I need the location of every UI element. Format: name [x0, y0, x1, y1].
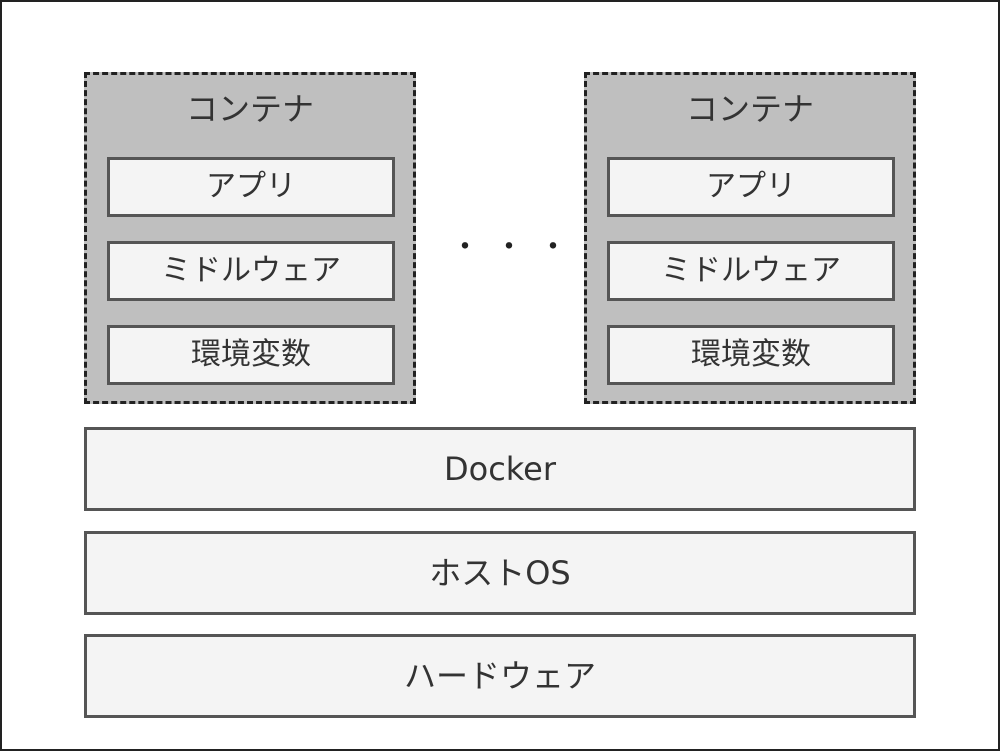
host-os-layer: ホストOS	[84, 531, 916, 615]
middleware-box: ミドルウェア	[607, 241, 895, 301]
container-title: コンテナ	[685, 90, 814, 128]
hardware-layer: ハードウェア	[84, 634, 916, 718]
app-box: アプリ	[607, 157, 895, 217]
env-vars-box: 環境変数	[107, 325, 395, 385]
container-box-left: コンテナ アプリ ミドルウェア 環境変数	[84, 72, 416, 404]
container-box-right: コンテナ アプリ ミドルウェア 環境変数	[584, 72, 916, 404]
app-box: アプリ	[107, 157, 395, 217]
middleware-box: ミドルウェア	[107, 241, 395, 301]
ellipsis: ・・・	[450, 230, 582, 265]
docker-layer: Docker	[84, 427, 916, 511]
env-vars-box: 環境変数	[607, 325, 895, 385]
container-title: コンテナ	[185, 90, 314, 128]
